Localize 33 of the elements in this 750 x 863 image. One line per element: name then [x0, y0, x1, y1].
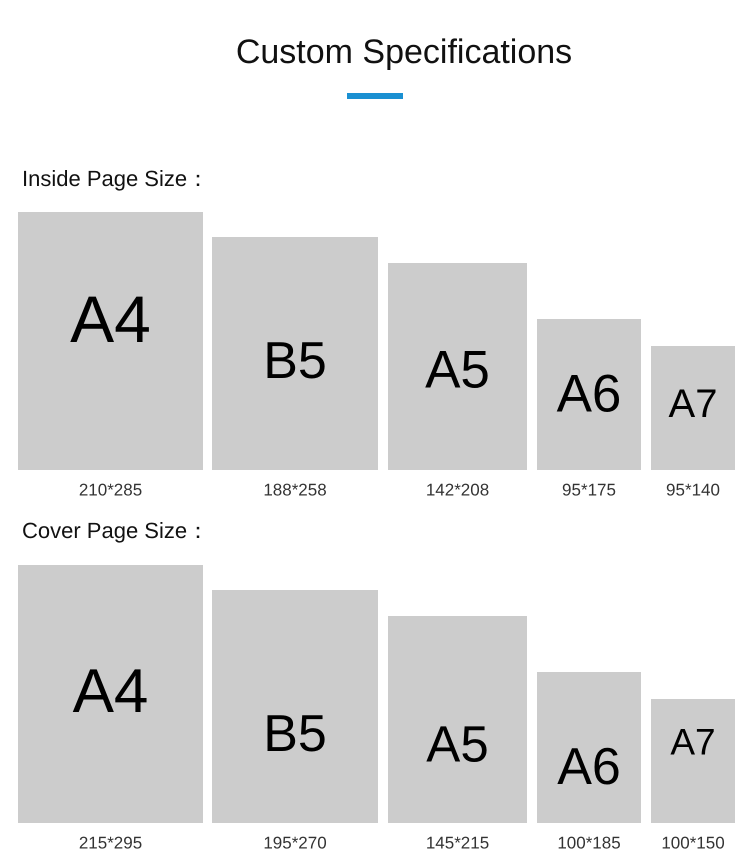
section-heading: Inside Page Size：	[22, 168, 210, 190]
page-size-block	[537, 672, 641, 823]
size-name: A7	[668, 384, 718, 424]
size-name: A6	[557, 741, 621, 793]
size-dimensions: 195*270	[263, 834, 327, 852]
size-name: A6	[556, 368, 622, 420]
page-size-block	[388, 263, 527, 470]
page-size-block	[388, 616, 527, 823]
size-dimensions: 142*208	[426, 482, 490, 498]
section-heading: Cover Page Size：	[22, 520, 210, 542]
size-dimensions: 100*185	[557, 834, 621, 852]
size-name: B5	[263, 335, 327, 387]
size-name: B5	[263, 708, 327, 760]
page-size-block	[212, 237, 378, 470]
page-size-block	[651, 346, 735, 470]
page-size-block	[212, 590, 378, 823]
page-size-block	[651, 699, 735, 823]
size-name: A5	[425, 344, 490, 396]
size-dimensions: 95*140	[666, 482, 720, 498]
size-name: A4	[70, 286, 151, 352]
size-name: A4	[72, 661, 148, 723]
size-dimensions: 188*258	[263, 482, 327, 498]
title: Custom Specifications	[236, 35, 572, 69]
size-dimensions: 100*150	[661, 834, 725, 852]
page-size-block	[537, 319, 641, 470]
size-dimensions: 210*285	[78, 482, 142, 498]
page-size-block	[18, 565, 203, 823]
size-dimensions: 145*215	[426, 834, 490, 852]
size-dimensions: 95*175	[562, 482, 616, 498]
size-name: A5	[426, 718, 489, 770]
size-name: A7	[670, 724, 716, 760]
size-dimensions: 215*295	[78, 834, 142, 852]
page-size-block	[18, 212, 203, 470]
